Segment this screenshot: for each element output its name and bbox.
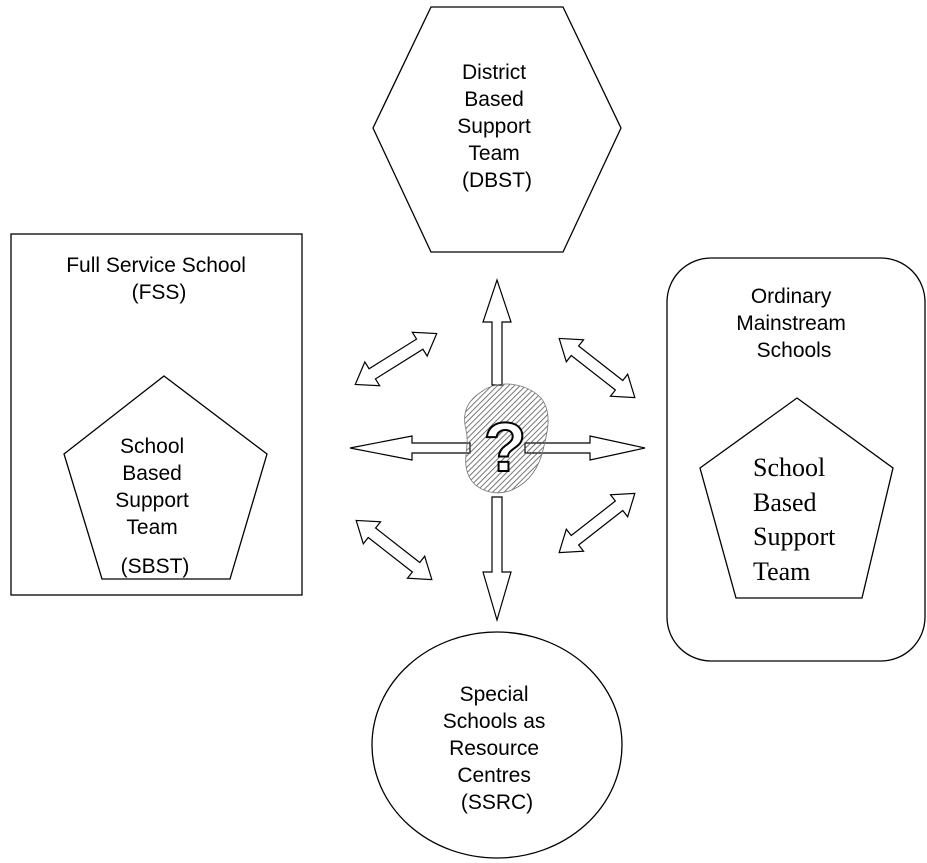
center-question: ?	[464, 383, 549, 494]
hatched-blob	[464, 383, 549, 494]
ssrc-label: Special Schools as Resource Centres (SSR…	[443, 683, 552, 814]
arrow-bidirectional-fss-dbst	[354, 331, 438, 387]
oms-node: Ordinary Mainstream Schools School Based…	[666, 257, 926, 662]
arrow-up-to-dbst	[482, 278, 512, 386]
ssrc-node: Special Schools as Resource Centres (SSR…	[371, 631, 623, 859]
arrow-bidirectional-fss-ssrc	[355, 519, 433, 581]
fss-sbst-label: School Based Support Team (SBST)	[115, 435, 194, 578]
oms-sbst-label: School Based Support Team	[753, 453, 842, 586]
fss-sbst-pentagon	[63, 375, 268, 580]
arrows	[349, 278, 646, 623]
ssrc-ellipse	[371, 631, 623, 859]
fss-title: Full Service School (FSS)	[66, 254, 252, 304]
arrow-bidirectional-ssrc-oms	[558, 492, 636, 554]
dbst-hexagon	[372, 6, 622, 253]
fss-node: Full Service School (FSS) School Based S…	[10, 233, 303, 596]
dbst-label: District Based Support Team (DBST)	[457, 61, 536, 192]
oms-sbst-pentagon	[699, 397, 894, 599]
oms-title: Ordinary Mainstream Schools	[736, 285, 852, 362]
arrow-bidirectional-dbst-oms	[558, 337, 636, 399]
arrow-left-to-fss	[349, 435, 471, 461]
question-mark-icon: ?	[484, 408, 527, 486]
arrow-down-to-ssrc	[482, 496, 512, 623]
dbst-node: District Based Support Team (DBST)	[372, 6, 622, 253]
